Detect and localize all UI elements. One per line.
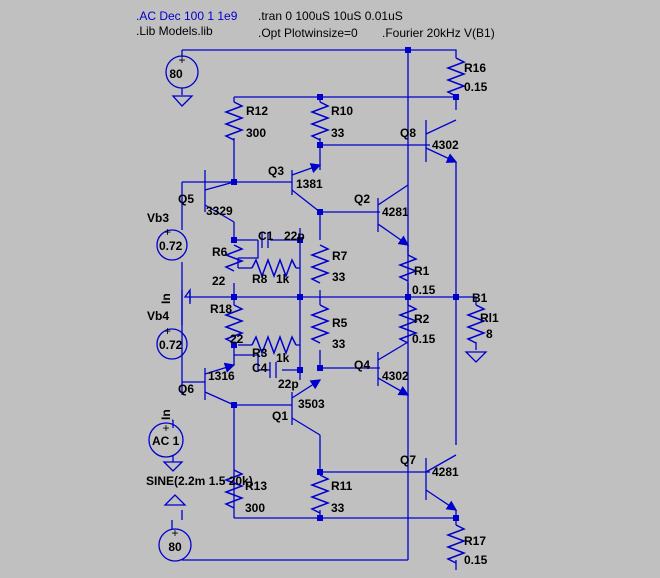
q2-name: Q2	[354, 192, 370, 206]
q5-name: Q5	[178, 192, 194, 206]
c1-value: 22p	[284, 229, 305, 243]
q6-value: 1316	[208, 369, 235, 383]
net-label-b1: B1	[472, 291, 488, 305]
svg-text:+: +	[162, 421, 169, 435]
source-vb4-name: Vb4	[147, 309, 169, 323]
voltage-sources: + + + + +	[148, 53, 199, 562]
q7-name: Q7	[400, 453, 416, 467]
q1-name: Q1	[272, 409, 288, 423]
ac-directive[interactable]: .AC Dec 100 1 1e9	[136, 9, 238, 23]
r18-name: R18	[210, 302, 232, 316]
junction-dots	[231, 47, 459, 521]
r18-value: 22	[230, 332, 244, 346]
q1-value: 3503	[298, 397, 325, 411]
q4-value: 4302	[382, 369, 409, 383]
r11-name: R11	[331, 479, 353, 493]
svg-text:+: +	[164, 324, 171, 338]
net-label-in-bottom: In	[159, 409, 173, 420]
r6-name: R6	[212, 245, 228, 259]
r8-name: R8	[252, 272, 268, 286]
q8-name: Q8	[400, 126, 416, 140]
svg-text:+: +	[178, 53, 185, 67]
r5-name: R5	[332, 316, 348, 330]
r6-value: 22	[212, 274, 226, 288]
q4-name: Q4	[354, 358, 370, 372]
r13-name: R13	[245, 479, 267, 493]
r10-name: R10	[331, 104, 353, 118]
r12-value: 300	[246, 126, 266, 140]
source-vb4-value: 0.72	[159, 338, 183, 352]
source-vb3-value: 0.72	[159, 239, 183, 253]
r12-name: R12	[246, 104, 268, 118]
r1-name: R1	[414, 264, 430, 278]
lib-directive[interactable]: .Lib Models.lib	[136, 24, 213, 38]
resistor-symbols	[223, 57, 487, 564]
source-vbot-value: 80	[168, 540, 182, 554]
svg-text:+: +	[164, 225, 171, 239]
source-vb3-name: Vb3	[147, 211, 169, 225]
c1-name: C1	[258, 229, 274, 243]
r5-value: 33	[332, 337, 346, 351]
q3-value: 1381	[296, 177, 323, 191]
r7-name: R7	[332, 249, 348, 263]
q8-value: 4302	[432, 138, 459, 152]
q3-name: Q3	[268, 164, 284, 178]
source-vtop-value: 80	[169, 67, 183, 81]
fourier-directive[interactable]: .Fourier 20kHz V(B1)	[382, 26, 495, 40]
rl1-name: Rl1	[480, 311, 499, 325]
r11-value: 33	[331, 501, 345, 515]
r3-value: 1k	[276, 351, 290, 365]
r8-value: 1k	[276, 272, 290, 286]
tran-directive[interactable]: .tran 0 100uS 10uS 0.01uS	[258, 9, 403, 23]
q5-value: 3329	[206, 204, 233, 218]
q2-value: 4281	[382, 205, 409, 219]
r13-value: 300	[245, 501, 265, 515]
source-sine-spec: SINE(2.2m 1.5 20k)	[146, 474, 253, 488]
r2-value: 0.15	[412, 332, 436, 346]
source-ac-value: AC 1	[152, 434, 180, 448]
net-label-in-mid: In	[159, 293, 173, 304]
r3-name: R3	[252, 346, 268, 360]
r7-value: 33	[332, 270, 346, 284]
svg-text:+: +	[171, 526, 178, 540]
r17-value: 0.15	[464, 553, 488, 567]
r1-value: 0.15	[412, 283, 436, 297]
r16-name: R16	[464, 61, 486, 75]
r16-value: 0.15	[464, 80, 488, 94]
c4-value: 22p	[278, 377, 299, 391]
q7-value: 4281	[432, 465, 459, 479]
opt-directive[interactable]: .Opt Plotwinsize=0	[258, 26, 358, 40]
r17-name: R17	[464, 534, 486, 548]
rl1-value: 8	[486, 327, 493, 341]
capacitor-symbols	[261, 232, 277, 378]
r2-name: R2	[414, 312, 430, 326]
r10-value: 33	[331, 126, 345, 140]
q6-name: Q6	[178, 382, 194, 396]
c4-name: C4	[252, 361, 268, 375]
